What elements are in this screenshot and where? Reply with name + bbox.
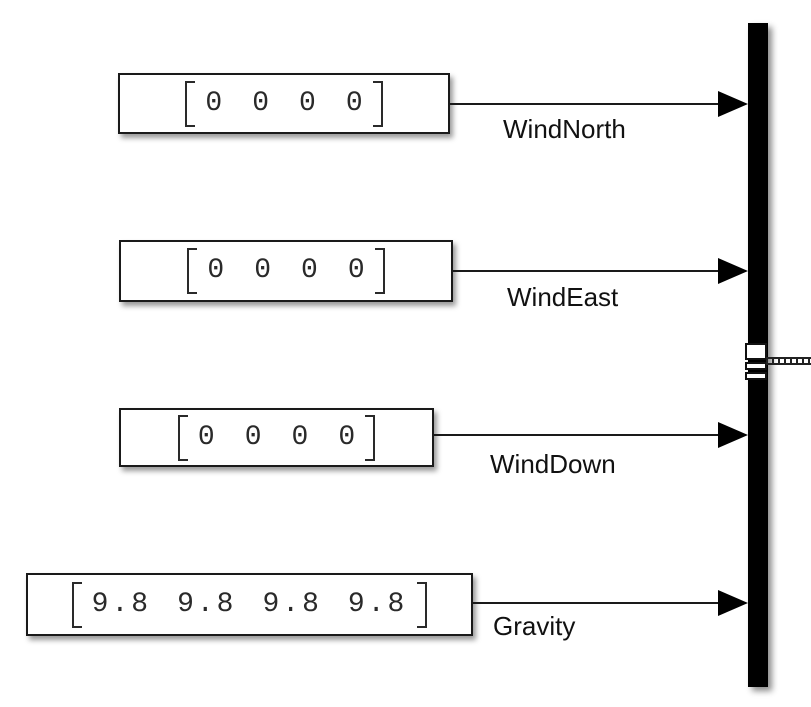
signal-label-gravity[interactable]: Gravity — [493, 611, 576, 641]
signal-label-windeast[interactable]: WindEast — [507, 282, 619, 312]
constant-block-gravity[interactable]: 9.8 9.8 9.8 9.8 — [26, 573, 473, 636]
matrix-value: 9.8 9.8 9.8 9.8 — [71, 581, 428, 628]
port-badge-box — [745, 343, 767, 360]
arrowhead-icon — [718, 258, 748, 284]
matrix-bracket-left-icon — [71, 581, 82, 628]
mux-output-signal-dotted-line[interactable] — [766, 357, 811, 365]
matrix-element: 0 — [338, 421, 356, 453]
matrix-bracket-left-icon — [187, 248, 198, 294]
port-badge-box — [745, 372, 767, 380]
arrowhead-icon — [718, 590, 748, 616]
matrix-element: 0 — [254, 255, 271, 286]
constant-block-windnorth[interactable]: 0 0 0 0 — [118, 73, 450, 134]
matrix-element: 0 — [291, 421, 309, 453]
matrix-bracket-right-icon — [372, 80, 383, 127]
matrix-element: 9.8 — [91, 588, 152, 620]
matrix-value: 0 0 0 0 — [185, 80, 383, 127]
matrix-value: 0 0 0 0 — [177, 414, 376, 461]
matrix-value: 0 0 0 0 — [187, 248, 385, 294]
signal-line-windeast[interactable] — [453, 270, 718, 272]
matrix-element: 9.8 — [177, 588, 237, 620]
matrix-element: 9.8 — [262, 588, 322, 620]
signal-label-windnorth[interactable]: WindNorth — [503, 114, 626, 144]
matrix-bracket-left-icon — [177, 414, 188, 461]
mux-output-port-badge — [745, 343, 767, 380]
port-badge-box — [745, 362, 767, 370]
arrowhead-icon — [718, 91, 748, 117]
signal-line-windnorth[interactable] — [450, 103, 718, 105]
matrix-element: 0 — [299, 87, 316, 119]
signal-label-winddown[interactable]: WindDown — [490, 449, 616, 479]
matrix-element: 9.8 — [347, 588, 408, 620]
matrix-bracket-left-icon — [185, 80, 196, 127]
signal-line-gravity[interactable] — [473, 602, 718, 604]
arrowhead-icon — [718, 422, 748, 448]
matrix-element: 0 — [347, 255, 365, 286]
signal-line-winddown[interactable] — [434, 434, 718, 436]
matrix-element: 0 — [252, 87, 269, 119]
matrix-bracket-right-icon — [365, 414, 376, 461]
matrix-element: 0 — [207, 255, 225, 286]
matrix-element: 0 — [345, 87, 363, 119]
constant-block-windeast[interactable]: 0 0 0 0 — [119, 240, 453, 302]
matrix-element: 0 — [301, 255, 318, 286]
matrix-element: 0 — [197, 421, 215, 453]
matrix-element: 0 — [205, 87, 223, 119]
matrix-bracket-right-icon — [374, 248, 385, 294]
constant-block-winddown[interactable]: 0 0 0 0 — [119, 408, 434, 467]
matrix-bracket-right-icon — [417, 581, 428, 628]
matrix-element: 0 — [244, 421, 262, 453]
